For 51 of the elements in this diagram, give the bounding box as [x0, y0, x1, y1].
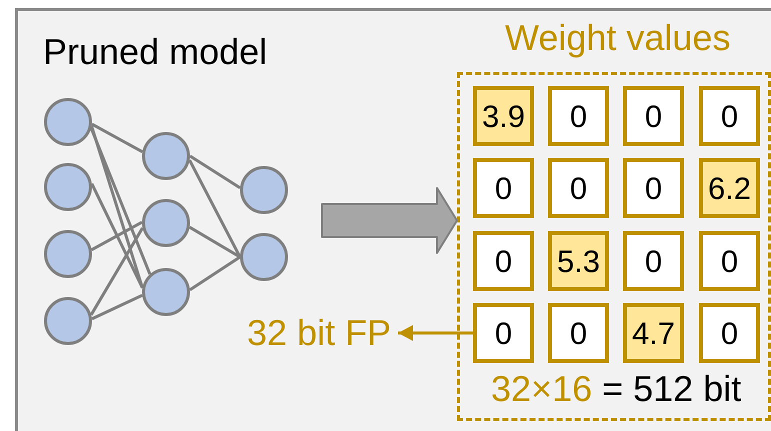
cell-value: 0: [720, 318, 738, 348]
matrix-cell: [623, 86, 684, 146]
matrix-cell: [699, 86, 760, 146]
cell-value: 0: [494, 172, 512, 204]
highlighted-cell: [699, 158, 760, 218]
connection-line: [91, 122, 144, 154]
cell-value: 0: [570, 172, 588, 204]
leader-arrow: [398, 325, 473, 341]
cell-value: 0: [720, 246, 738, 276]
highlighted-cell: [548, 231, 609, 291]
size-total: = 512 bit: [602, 371, 742, 407]
matrix-cell: [548, 158, 609, 218]
cell-value: 4.7: [632, 318, 676, 348]
cell-value: 0: [494, 246, 512, 276]
matrix-cell: [623, 231, 684, 291]
connection-line: [188, 160, 242, 258]
connection-line: [90, 227, 144, 316]
cell-value: 3.9: [482, 100, 526, 132]
cell-value: 0: [570, 100, 588, 132]
cell-value: 0: [570, 318, 588, 348]
cell-value: 6.2: [708, 172, 752, 204]
size-formula: 32×16: [491, 371, 592, 407]
format-label: 32 bit FP: [247, 314, 398, 352]
cell-value: 0: [644, 246, 662, 276]
panel-title: Pruned model: [43, 34, 268, 70]
highlighted-cell: [473, 86, 534, 146]
cell-value: 0: [494, 318, 512, 348]
matrix-cell: [623, 158, 684, 218]
cell-value: 5.3: [556, 246, 600, 276]
connection-line: [189, 256, 241, 292]
highlighted-cell: [623, 303, 684, 363]
matrix-cell: [473, 231, 534, 291]
matrix-cell: [548, 303, 609, 363]
frame-title: Weight values: [505, 20, 730, 56]
connection-line: [90, 126, 144, 288]
connection-line: [90, 183, 144, 288]
model-panel: [15, 8, 771, 431]
matrix-cell: [548, 86, 609, 146]
cell-value: 0: [644, 100, 662, 132]
matrix-cell: [473, 303, 534, 363]
connection-line: [91, 294, 143, 320]
matrix-cell: [473, 158, 534, 218]
matrix-cell: [699, 303, 760, 363]
matrix-cell: [699, 231, 760, 291]
cell-value: 0: [720, 100, 738, 132]
connection-line: [90, 220, 143, 252]
block-arrow: [321, 187, 458, 254]
cell-value: 0: [644, 172, 662, 204]
connection-line: [188, 226, 241, 258]
connection-line: [90, 128, 152, 275]
connection-line: [189, 154, 241, 190]
